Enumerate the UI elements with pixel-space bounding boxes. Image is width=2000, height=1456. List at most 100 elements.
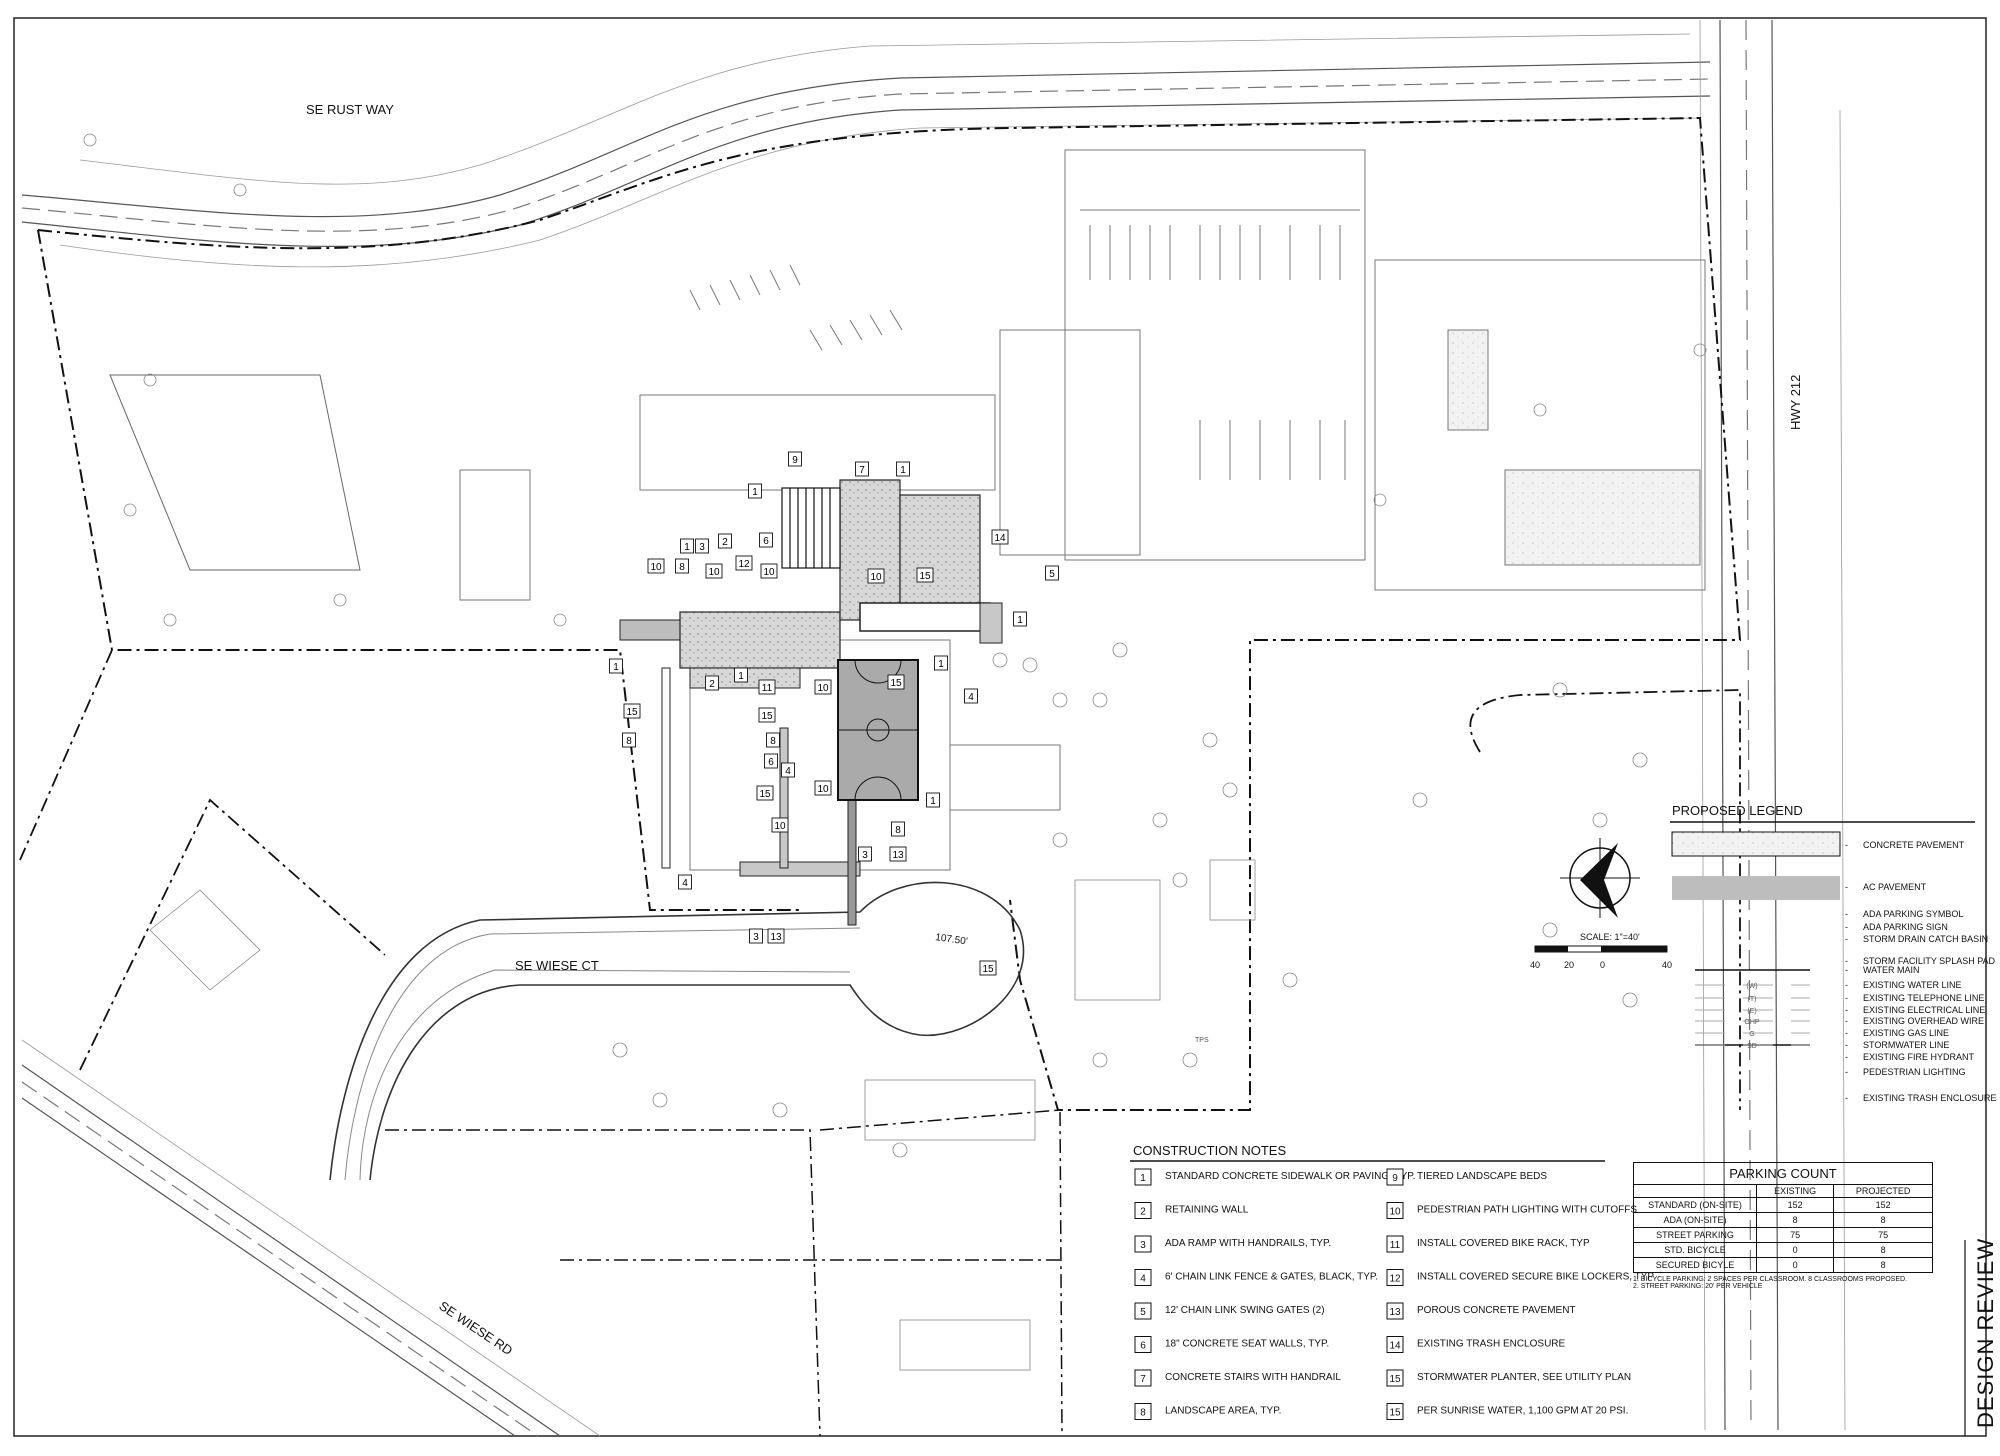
construction-tag: 10 xyxy=(705,563,723,579)
note-number-box xyxy=(1134,1403,1152,1420)
houses xyxy=(149,859,1256,1371)
note-number-box xyxy=(1134,1168,1152,1186)
note-number-box xyxy=(1386,1235,1404,1253)
note-text: EXISTING TRASH ENCLOSURE xyxy=(1417,1339,1566,1350)
construction-tag-number: 1 xyxy=(738,671,744,682)
legend-item-label: EXISTING OVERHEAD WIRE xyxy=(1863,1016,1984,1026)
construction-tag: 1 xyxy=(680,538,694,554)
note-number: 11 xyxy=(1390,1240,1401,1251)
parking-header-blank xyxy=(1633,1184,1757,1198)
legend-item-label: EXISTING GAS LINE xyxy=(1863,1028,1949,1038)
parking-count: 8 xyxy=(1755,1212,1835,1228)
construction-tag: 10 xyxy=(647,558,665,574)
legend-swatch-ac xyxy=(1672,876,1840,900)
design-review-stamp: DESIGN REVIEW xyxy=(1973,1238,1998,1428)
proposed-legend: PROPOSED LEGEND -CONCRETE PAVEMENT-AC PA… xyxy=(1670,803,1996,1103)
legend-dash: - xyxy=(1845,1052,1848,1062)
note-number-box xyxy=(1386,1202,1404,1219)
note-text: ADA RAMP WITH HANDRAILS, TYP. xyxy=(1165,1238,1331,1249)
construction-tag-number: 12 xyxy=(738,559,750,570)
construction-tag-number: 13 xyxy=(892,850,904,861)
construction-tag-number: 5 xyxy=(1049,569,1055,580)
construction-tag-number: 1 xyxy=(613,662,619,673)
legend-line-code: (W) xyxy=(1746,983,1757,990)
note-number-box xyxy=(1134,1302,1152,1320)
legend-item-label: EXISTING TRASH ENCLOSURE xyxy=(1863,1093,1996,1103)
construction-tag: 7 xyxy=(855,461,869,477)
construction-tag-number: 2 xyxy=(722,537,728,548)
note-number-box xyxy=(1134,1269,1152,1286)
construction-tag-number: 15 xyxy=(982,964,994,975)
note-text: LANDSCAPE AREA, TYP. xyxy=(1165,1406,1281,1417)
scale-bar: SCALE: 1"=40' 40 20 0 40 xyxy=(1530,932,1672,970)
note-number: 9 xyxy=(1392,1173,1398,1184)
construction-tag: 10 xyxy=(814,679,832,695)
scale-tick-2: 0 xyxy=(1600,960,1605,970)
construction-tag-number: 3 xyxy=(862,850,868,861)
parking-note-2: 2. STREET PARKING: 20' PER VEHICLE xyxy=(1633,1283,1763,1290)
construction-tag-number: 10 xyxy=(763,567,775,578)
wiese-rd-road xyxy=(21,1039,601,1437)
parking-count: 75 xyxy=(1755,1227,1835,1243)
sports-field xyxy=(109,374,361,571)
scale-tick-3: 40 xyxy=(1662,960,1672,970)
construction-tag: 1 xyxy=(926,792,940,808)
parking-count: 152 xyxy=(1833,1197,1933,1213)
construction-tag-number: 10 xyxy=(650,562,662,573)
construction-tag: 6 xyxy=(764,753,778,769)
construction-tag: 3 xyxy=(695,538,709,554)
note-number: 8 xyxy=(1140,1408,1146,1419)
parking-lot xyxy=(1064,149,1706,591)
legend-line-code: (T) xyxy=(1748,996,1757,1003)
construction-tag: 8 xyxy=(622,732,636,748)
note-number: 1 xyxy=(1140,1173,1146,1184)
legend-item-label: STORM DRAIN CATCH BASIN xyxy=(1863,934,1988,944)
basketball-court xyxy=(837,659,919,801)
note-number-box xyxy=(1386,1168,1404,1186)
wiese-rd-label: SE WIESE RD xyxy=(436,1298,515,1358)
parking-header-existing: EXISTING xyxy=(1755,1184,1835,1198)
parking-count: 8 xyxy=(1833,1242,1933,1258)
landscape-area-east xyxy=(1504,469,1701,566)
note-number: 4 xyxy=(1140,1274,1146,1285)
existing-building-north xyxy=(639,394,996,491)
scale-tick-1: 20 xyxy=(1564,960,1574,970)
scale-label: SCALE: 1"=40' xyxy=(1580,932,1640,942)
trees xyxy=(83,133,1707,1158)
note-number: 15 xyxy=(1389,1374,1401,1385)
note-number: 12 xyxy=(1389,1274,1401,1285)
construction-tag: 15 xyxy=(623,703,641,719)
cul-de-sac-dimension: 107.50' xyxy=(935,932,969,947)
construction-tag-number: 10 xyxy=(870,572,882,583)
construction-tag: 15 xyxy=(887,674,905,690)
parking-category: SECURED BICYLE xyxy=(1633,1257,1757,1273)
legend-line-code: SD xyxy=(1747,1043,1757,1050)
note-text: STANDARD CONCRETE SIDEWALK OR PAVING, TY… xyxy=(1165,1171,1415,1182)
note-number: 10 xyxy=(1389,1207,1401,1218)
parking-count: 75 xyxy=(1833,1227,1933,1243)
construction-tag: 4 xyxy=(678,874,692,890)
note-number-box xyxy=(1386,1302,1404,1320)
existing-building-west xyxy=(459,469,531,601)
legend-title: PROPOSED LEGEND xyxy=(1672,803,1803,818)
note-number: 3 xyxy=(1140,1240,1146,1251)
construction-tag: 3 xyxy=(858,846,872,862)
parking-count: 8 xyxy=(1833,1257,1933,1273)
legend-swatch-concrete xyxy=(1671,831,1841,857)
note-number: 15 xyxy=(1389,1408,1401,1419)
construction-tag-number: 3 xyxy=(699,542,705,553)
note-number: 2 xyxy=(1140,1207,1146,1218)
construction-tag-number: 15 xyxy=(890,678,902,689)
construction-tag-number: 2 xyxy=(709,679,715,690)
construction-tag: 1 xyxy=(748,483,762,499)
property-line-north xyxy=(37,116,1742,1111)
construction-tag-number: 15 xyxy=(759,789,771,800)
construction-tag: 13 xyxy=(767,928,785,944)
legend-item-label: STORM FACILITY SPLASH PAD xyxy=(1863,956,1996,966)
construction-tag-number: 9 xyxy=(792,455,798,466)
